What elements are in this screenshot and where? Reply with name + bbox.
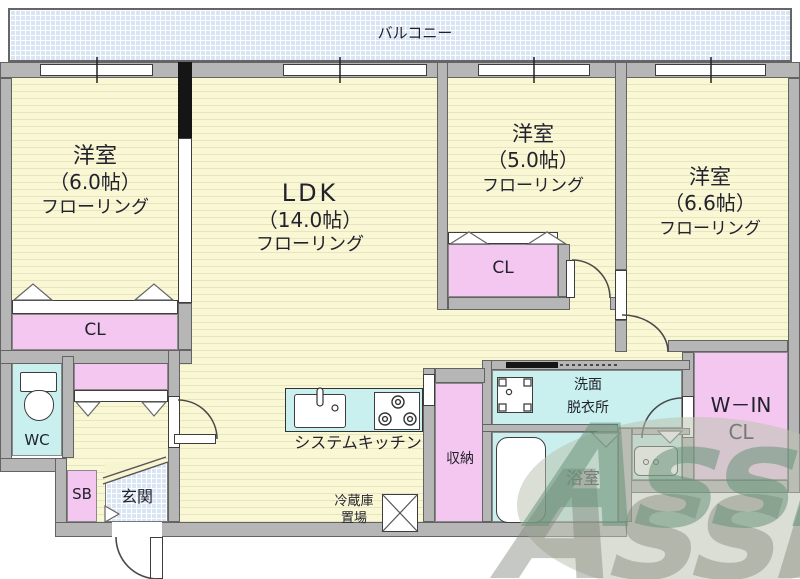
washroom-sliding-door (506, 362, 558, 368)
room-west-floor: フローリング (41, 197, 149, 218)
wall-bottom-right (625, 480, 788, 493)
toilet-tank (20, 372, 57, 392)
closet-north-door-track (448, 232, 558, 244)
window-east (655, 64, 766, 76)
entrance-label: 玄関 (120, 487, 153, 506)
wall-washroom-left (482, 360, 492, 522)
room-west-name: 洋室 (72, 144, 117, 169)
kitchen-stove (374, 392, 420, 430)
closet-north-label: CL (492, 258, 514, 278)
window-north (478, 64, 590, 76)
storage-closet (435, 383, 485, 522)
bathtub (496, 437, 546, 523)
closet-west-door-track (12, 300, 178, 314)
wc-label: WC (24, 431, 50, 449)
room-ldk-size: （14.0帖） (257, 208, 363, 232)
room-ldk-floor: フローリング (256, 234, 364, 255)
walkin-label-line2: CL (728, 420, 754, 444)
wall-north-east-lower (615, 320, 627, 352)
wall-ldk-north (437, 62, 448, 310)
washbasin (497, 377, 533, 413)
walkin-label-line1: W－IN (710, 393, 772, 417)
shoe-box-label: SB (72, 485, 92, 503)
wall-storage-top (435, 368, 485, 383)
room-west-size: （6.0帖） (49, 170, 141, 194)
wall-east-bottom (668, 340, 788, 352)
wall-below-closet-west (0, 350, 192, 364)
door-gap-storage (423, 374, 435, 406)
closet-north (448, 244, 558, 297)
wall-wc-right (62, 356, 74, 458)
balcony-area (8, 8, 792, 62)
entry-door-leaf (150, 537, 163, 579)
bath-label: 浴室 (566, 469, 600, 489)
wall-below-closet-north (448, 297, 570, 310)
window-west (40, 64, 153, 76)
balcony-label: バルコニー (377, 24, 453, 42)
wall-bath-right (618, 428, 632, 522)
room-north-floor: フローリング (482, 176, 584, 196)
fridge-label-line2: 置場 (340, 511, 367, 526)
closet-hallway-door-track (74, 390, 168, 402)
washroom-label-line2: 脱衣所 (567, 400, 609, 416)
closet-west (12, 314, 178, 350)
wall-washroom-bath (482, 424, 618, 432)
room-east-name: 洋室 (689, 165, 731, 189)
wall-right (788, 78, 800, 493)
toilet-bowl (24, 390, 54, 421)
refrigerator-space-box (382, 494, 418, 532)
room-north-name: 洋室 (512, 122, 554, 146)
room-east-size: （6.6帖） (664, 191, 756, 215)
kitchen-sink (294, 394, 346, 428)
kitchen-label: システムキッチン (294, 433, 422, 452)
washroom-label-line1: 洗面 (574, 377, 602, 393)
room-east-floor: フローリング (659, 219, 761, 239)
wall-north-east (615, 62, 627, 270)
hall-door-leaf (174, 434, 216, 444)
wall-kitchen-storage (423, 368, 435, 522)
sliding-door-west-ldk (178, 138, 192, 303)
closet-west-label: CL (84, 320, 106, 340)
wall-vanity-top (632, 428, 690, 435)
window-ldk (283, 64, 427, 76)
room-ldk-name: LDK (281, 179, 339, 207)
north-door-leaf (566, 260, 575, 298)
shoe-box (67, 470, 97, 522)
fridge-label-line1: 冷蔵庫 (334, 494, 374, 509)
wall-left (0, 78, 12, 472)
door-gap-east-room (615, 270, 627, 320)
entry-door-gap (112, 522, 162, 537)
room-north-size: （5.0帖） (487, 148, 579, 172)
storage-label: 収納 (446, 451, 474, 467)
vanity-unit (634, 446, 678, 476)
pillar-west-ldk (178, 62, 192, 138)
wall-west-ldk-lower (178, 303, 192, 350)
